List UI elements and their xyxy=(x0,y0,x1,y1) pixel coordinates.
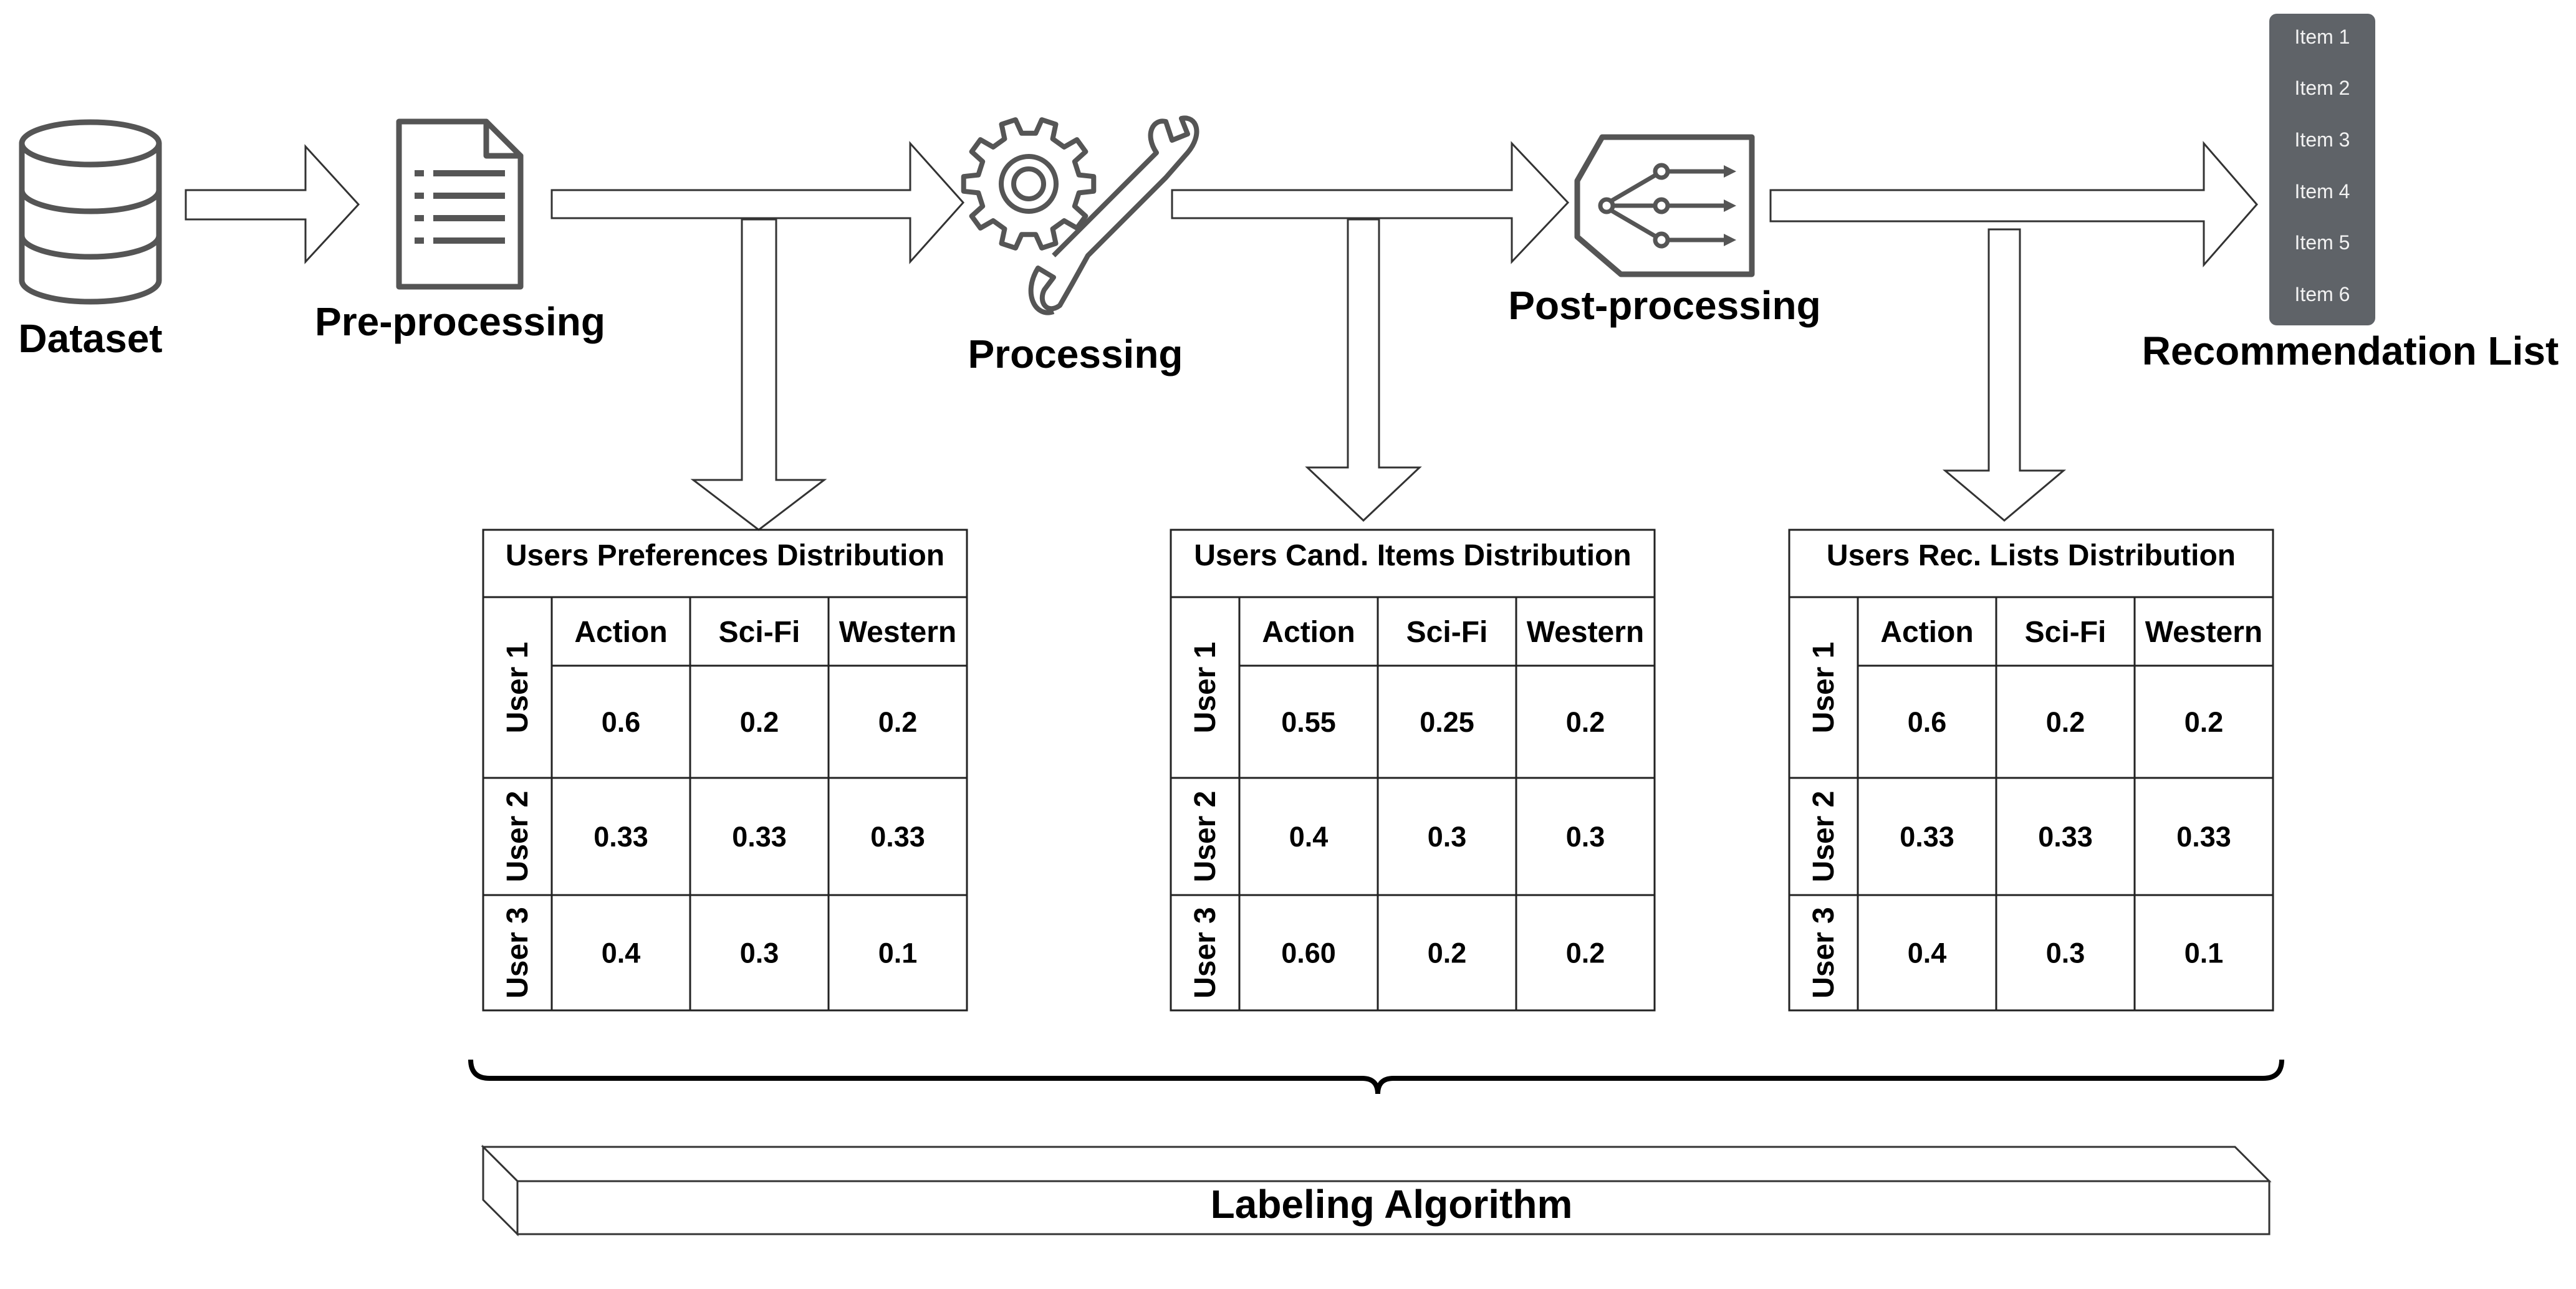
down-arrow xyxy=(1942,228,2067,522)
flow-arrow xyxy=(185,144,360,264)
table-cell: 0.6 xyxy=(1908,706,1947,738)
document-icon xyxy=(396,118,524,290)
table-cell: 0.2 xyxy=(1428,937,1467,969)
table-cell: 0.2 xyxy=(1566,706,1605,738)
table-title: Users Preferences Distribution xyxy=(506,539,944,572)
table-cell: 0.60 xyxy=(1281,937,1336,969)
table-cell: 0.2 xyxy=(2046,706,2085,738)
table-cell: 0.33 xyxy=(870,821,925,853)
table-title: Users Rec. Lists Distribution xyxy=(1827,539,2236,572)
table-title: Users Cand. Items Distribution xyxy=(1194,539,1631,572)
column-header: Sci-Fi xyxy=(1406,616,1488,649)
down-arrow xyxy=(690,218,827,531)
stage-label-postprocessing: Post-processing xyxy=(1508,283,1820,328)
table-cell: 0.2 xyxy=(740,706,779,738)
flow-arrow xyxy=(1769,140,2258,267)
table-cell: 0.3 xyxy=(1566,821,1605,853)
row-header: User 2 xyxy=(1807,791,1840,883)
column-header: Action xyxy=(1262,616,1355,649)
table-cell: 0.3 xyxy=(1428,821,1467,853)
flow-arrow xyxy=(550,141,965,264)
stage-label-dataset: Dataset xyxy=(18,316,162,361)
stage-label-recommendation: Recommendation List xyxy=(2142,328,2559,373)
table-cell: 0.3 xyxy=(2046,937,2085,969)
table-cell: 0.2 xyxy=(1566,937,1605,969)
recommendation-list: Item 1 Item 2 Item 3 Item 4 Item 5 Item … xyxy=(2269,14,2375,325)
table-cell: 0.3 xyxy=(740,937,779,969)
table-cell: 0.4 xyxy=(602,937,641,969)
curly-brace xyxy=(468,1059,2284,1095)
rec-item: Item 4 xyxy=(2295,180,2350,203)
table-cell: 0.33 xyxy=(2038,821,2093,853)
row-header: User 1 xyxy=(1189,642,1222,734)
table-cell: 0.4 xyxy=(1289,821,1329,853)
table-cell: 0.1 xyxy=(878,937,918,969)
rec-item: Item 3 xyxy=(2295,128,2350,151)
table-cell: 0.2 xyxy=(878,706,918,738)
row-header: User 2 xyxy=(501,791,534,883)
rec-item: Item 5 xyxy=(2295,231,2350,254)
table-cell: 0.2 xyxy=(2184,706,2224,738)
labeling-algorithm-label: Labeling Algorithm xyxy=(1211,1182,1573,1227)
row-header: User 1 xyxy=(1807,642,1840,734)
table-cell: 0.1 xyxy=(2184,937,2224,969)
row-header: User 2 xyxy=(1189,791,1222,883)
row-header: User 3 xyxy=(1189,907,1222,999)
table-cell: 0.25 xyxy=(1420,706,1474,738)
branch-arrows-icon xyxy=(1574,134,1755,277)
column-header: Sci-Fi xyxy=(719,616,800,649)
rec-item: Item 2 xyxy=(2295,77,2350,99)
gear-wrench-icon xyxy=(961,115,1199,315)
stage-label-processing: Processing xyxy=(968,332,1183,376)
column-header: Action xyxy=(574,616,667,649)
database-icon xyxy=(19,119,162,305)
row-header: User 1 xyxy=(501,642,534,734)
row-header: User 3 xyxy=(501,907,534,999)
table-cell: 0.4 xyxy=(1908,937,1947,969)
labeling-algorithm-bar: Labeling Algorithm xyxy=(481,1144,2272,1237)
table-cell: 0.55 xyxy=(1281,706,1336,738)
table-cell: 0.33 xyxy=(594,821,648,853)
column-header: Western xyxy=(1527,616,1645,649)
down-arrow xyxy=(1305,218,1422,522)
table-cell: 0.33 xyxy=(1900,821,1954,853)
row-header: User 3 xyxy=(1807,907,1840,999)
column-header: Action xyxy=(1880,616,1973,649)
stage-label-preprocessing: Pre-processing xyxy=(315,299,605,344)
table-cell: 0.33 xyxy=(2176,821,2231,853)
column-header: Western xyxy=(839,616,957,649)
column-header: Sci-Fi xyxy=(2025,616,2107,649)
table-cell: 0.33 xyxy=(732,821,787,853)
table-cell: 0.6 xyxy=(602,706,641,738)
flow-arrow xyxy=(1171,141,1570,264)
column-header: Western xyxy=(2145,616,2263,649)
rec-item: Item 6 xyxy=(2295,283,2350,305)
rec-item: Item 1 xyxy=(2295,26,2350,48)
